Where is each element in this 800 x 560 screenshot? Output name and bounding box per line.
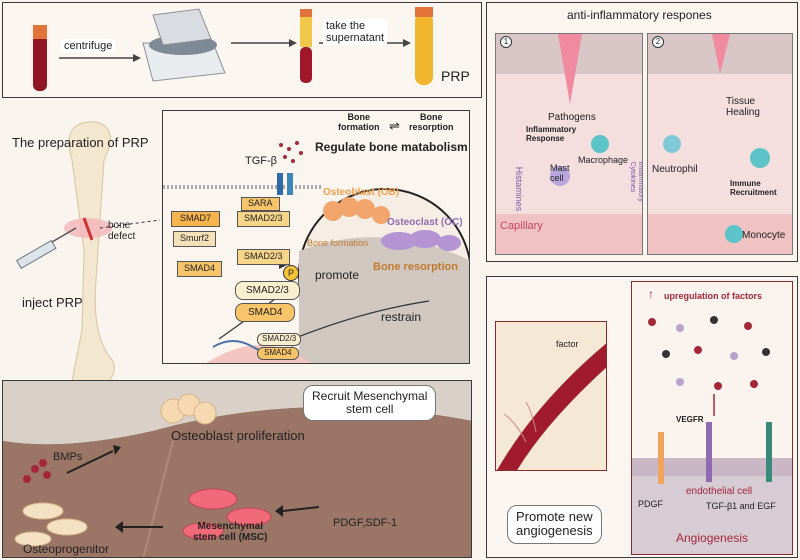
sara-box: SARA	[241, 197, 280, 211]
bone-metabolism-panel: Bone formation ⇌ Bone resorption Regulat…	[162, 110, 470, 364]
mast-cell-label: Mast cell	[550, 163, 570, 183]
smad4-box-1: SMAD4	[177, 261, 223, 277]
upregulation-arrow-icon: ↑	[648, 287, 654, 301]
phosphate-icon: P	[283, 265, 299, 281]
msc-label: Mesenchymal stem cell (MSC)	[193, 521, 268, 543]
angiogenesis-label: Angiogenesis	[676, 531, 749, 545]
promote-angiogenesis-label: Promote new angiogenesis	[507, 505, 602, 544]
restrain-label: restrain	[381, 310, 422, 324]
prp-preparation-art	[33, 7, 433, 91]
pdgf-label: PDGF	[638, 499, 664, 509]
bone-defect-label: bone defect	[108, 220, 136, 242]
macrophage-label: Macrophage	[578, 155, 629, 165]
msc-recruitment-panel: Recruit Mesenchymal stem cell Osteoblast…	[2, 380, 472, 558]
tgf-beta-label: TGF-β	[245, 155, 277, 167]
neutrophil-label: Neutrophil	[652, 164, 698, 175]
promote-label: promote	[315, 268, 360, 282]
inject-prp-label: inject PRP	[22, 295, 83, 310]
endothelial-cell-label: endothelial cell	[686, 486, 753, 497]
bone-resorption-small-label: Bone resorption	[373, 261, 458, 273]
centrifuge-icon	[142, 8, 226, 82]
smad23-box-2: SMAD2/3	[237, 249, 290, 265]
upregulation-art	[632, 316, 792, 554]
vessel-art	[497, 343, 606, 470]
smad23-box-1: SMAD2/3	[237, 211, 290, 227]
smurf2-box: Smurf2	[173, 231, 217, 247]
smad23-box-3: SMAD2/3	[235, 281, 300, 300]
pathogens-label: Pathogens	[548, 112, 596, 123]
tissue-healing-label: Tissue Healing	[726, 96, 760, 118]
anti-inflammatory-title: anti-inflammatory respones	[567, 8, 712, 22]
bmps-label: BMPs	[53, 451, 83, 463]
bone-resorption-label: Bone resorption	[409, 112, 454, 132]
anti-inflammatory-panel: anti-inflammatory respones 1 Pathogens I…	[486, 2, 798, 262]
smad4-box-2: SMAD4	[235, 303, 296, 322]
factor-label: factor	[556, 339, 579, 349]
upregulation-label: upregulation of factors	[664, 291, 763, 301]
stage-1-art	[496, 34, 642, 254]
vegfr-label: VEGFR	[676, 415, 704, 424]
bone-formation-label: Bone formation	[338, 112, 380, 132]
osteoblast-proliferation-label: Osteoblast proliferation	[171, 428, 305, 443]
supernatant-label: take the supernatant	[323, 19, 388, 46]
osteoprogenitor-label: Osteoprogenitor	[23, 542, 110, 556]
osteoblast-label: Osteoblast (OB)	[323, 187, 400, 198]
smad7-box: SMAD7	[171, 211, 221, 227]
immune-recruitment-label: Immune Recruitment	[730, 179, 777, 197]
histamines-label: Histamines	[514, 166, 525, 212]
prp-label: PRP	[441, 68, 470, 84]
osteoblast-cells	[323, 197, 390, 224]
vessel-panel: factor	[495, 321, 607, 471]
monocyte-label: Monocyte	[742, 230, 786, 241]
inflammation-stage-1: 1 Pathogens Inflammatory Response Macrop…	[495, 33, 643, 255]
regulate-title: Regulate bone matabolism	[315, 140, 468, 154]
tgf-egf-label: TGF-β1 and EGF	[706, 501, 776, 511]
osteoclast-label: Osteoclast (OC)	[387, 217, 463, 228]
prp-preparation-title: The preparation of PRP	[12, 135, 149, 150]
prp-preparation-panel: centrifuge take the supernatant PRP	[2, 2, 482, 98]
stage-number-2: 2	[652, 36, 664, 48]
smad4-box-3: SMAD4	[257, 347, 299, 360]
femur-illustration	[15, 121, 160, 395]
capillary-label: Capillary	[500, 220, 543, 232]
inflammatory-response-label: Inflammatory Response	[526, 125, 577, 143]
stage-number-1: 1	[500, 36, 512, 48]
inflammation-stage-2: 2 Tissue Healing Neutrophil Immune Recru…	[647, 33, 793, 255]
upregulation-panel: upregulation of factors ↑ VEGFR PDGF end…	[631, 281, 793, 555]
smad23-box-4: SMAD2/3	[257, 333, 302, 346]
recruit-msc-label: Recruit Mesenchymal stem cell	[303, 385, 437, 422]
bone-formation-small-label: Bone formation	[307, 238, 369, 248]
stage-2-art	[648, 34, 792, 254]
equilibrium-icon: ⇌	[389, 118, 400, 133]
syringe-icon	[15, 227, 77, 270]
centrifuge-label: centrifuge	[61, 39, 116, 54]
inflammatory-cytokines-label: Inflammatory Cytokines	[629, 161, 643, 202]
osteoclast-cells	[381, 230, 461, 251]
angiogenesis-panel: factor upregulation of factors ↑ VEGFR P…	[486, 276, 798, 558]
pdgf-sdf-label: PDGF,SDF-1	[333, 517, 398, 529]
